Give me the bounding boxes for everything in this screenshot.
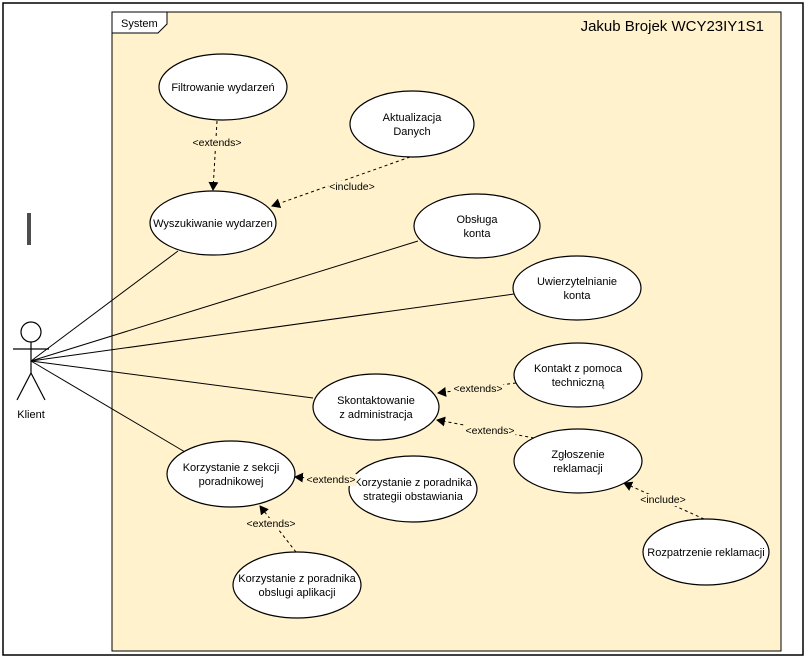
use-case-label: Wyszukiwanie wydarzen xyxy=(153,218,273,230)
use-case-label: poradnikowej xyxy=(199,476,264,488)
use-case-label: Korzystanie z poradnika xyxy=(354,477,472,489)
actor-right-leg xyxy=(30,372,46,401)
dependency-label-bg xyxy=(639,494,687,506)
use-case-ellipse xyxy=(513,428,643,494)
use-case-label: Korzystanie z sekcji xyxy=(183,462,280,474)
use-case-label: Filtrowanie wydarzeń xyxy=(171,82,274,94)
actor-label: Klient xyxy=(17,409,45,421)
dependency-label-bg xyxy=(328,181,376,193)
use-case-label: strategii obstawiania xyxy=(363,491,464,503)
use-case-ellipse xyxy=(312,373,440,441)
diagram-title: Jakub Brojek WCY23IY1S1 xyxy=(581,18,764,35)
use-case-uwierzytelnianie[interactable]: Uwierzytelnianie konta xyxy=(512,255,642,321)
use-case-ellipse xyxy=(642,518,770,586)
use-case-label: Skontaktowanie xyxy=(337,395,415,407)
actor-head xyxy=(20,321,42,343)
use-case-rozpatrzenie[interactable]: Rozpatrzenie reklamacji xyxy=(642,518,770,586)
actor-left-leg xyxy=(16,372,32,401)
use-case-label: obslugi aplikacji xyxy=(258,587,335,599)
use-case-korzystanie_sekcji[interactable]: Korzystanie z sekcji poradnikowej xyxy=(166,440,296,508)
use-case-wyszukiwanie[interactable]: Wyszukiwanie wydarzen xyxy=(149,190,277,256)
use-case-ellipse xyxy=(413,193,541,259)
use-case-skontaktowanie[interactable]: Skontaktowanie z administracja xyxy=(312,373,440,441)
use-case-obsluga[interactable]: Obsługa konta xyxy=(413,193,541,259)
use-case-label: Rozpatrzenie reklamacji xyxy=(647,547,764,559)
use-case-ellipse xyxy=(149,190,277,256)
use-case-korzystanie_aplikacji[interactable]: Korzystanie z poradnika obslugi aplikacji xyxy=(232,551,362,619)
association-obsluga xyxy=(30,240,419,362)
dependency-korzystanie_aplikacji xyxy=(259,505,297,553)
use-case-korzystanie_strategii[interactable]: Korzystanie z poradnika strategii obstawi… xyxy=(348,455,478,523)
dependency-label: <extends> xyxy=(465,425,514,437)
frame-tab xyxy=(111,11,168,34)
use-case-kontakt[interactable]: Kontakt z pomoca techniczną xyxy=(513,342,643,408)
dependency-label-bg xyxy=(452,383,504,395)
use-case-label: konta xyxy=(564,290,592,302)
use-case-zgloszenie[interactable]: Zgłoszenie reklamacji xyxy=(513,428,643,494)
dependency-label-bg xyxy=(191,137,243,149)
use-case-label: techniczną xyxy=(552,377,605,389)
use-case-filtrowanie[interactable]: Filtrowanie wydarzeń xyxy=(158,53,288,121)
use-case-ellipse xyxy=(512,255,642,321)
association-wyszukiwanie xyxy=(30,250,179,362)
actor-klient: Klient xyxy=(13,321,49,421)
dependency-label: <extends> xyxy=(192,137,241,149)
use-case-ellipse xyxy=(513,342,643,408)
dependency-label: <include> xyxy=(329,181,375,193)
association-uwierzytelnianie xyxy=(30,293,515,362)
dependency-label-bg xyxy=(464,425,516,437)
use-case-label: reklamacji xyxy=(553,463,603,475)
dependency-label-bg xyxy=(245,518,297,530)
use-case-ellipse xyxy=(348,455,478,523)
dependency-label: <extends> xyxy=(453,383,502,395)
frame-label: System xyxy=(121,18,158,30)
use-case-label: z administracja xyxy=(339,409,413,421)
use-case-ellipse xyxy=(232,551,362,619)
dependency-label: <include> xyxy=(640,494,686,506)
use-case-ellipse xyxy=(158,53,288,121)
use-case-label: Uwierzytelnianie xyxy=(537,276,617,288)
use-case-ellipse xyxy=(166,440,296,508)
use-case-label: konta xyxy=(464,228,492,240)
association-korzystanie_sekcji xyxy=(30,360,186,453)
use-case-label: Aktualizacja xyxy=(383,112,443,124)
dependency-label: <extends> xyxy=(306,474,355,486)
dependency-label: <extends> xyxy=(246,518,295,530)
use-case-label: Obsługa xyxy=(457,214,499,226)
use-case-ellipse xyxy=(349,90,475,158)
use-case-label: Korzystanie z poradnika xyxy=(238,573,356,585)
use-case-label: Kontakt z pomoca xyxy=(534,363,623,375)
use-case-label: Danych xyxy=(393,126,430,138)
accent-bar xyxy=(27,213,31,245)
association-skontaktowanie xyxy=(30,360,314,399)
use-case-label: Zgłoszenie xyxy=(551,449,604,461)
dependency-label-bg xyxy=(305,474,357,486)
